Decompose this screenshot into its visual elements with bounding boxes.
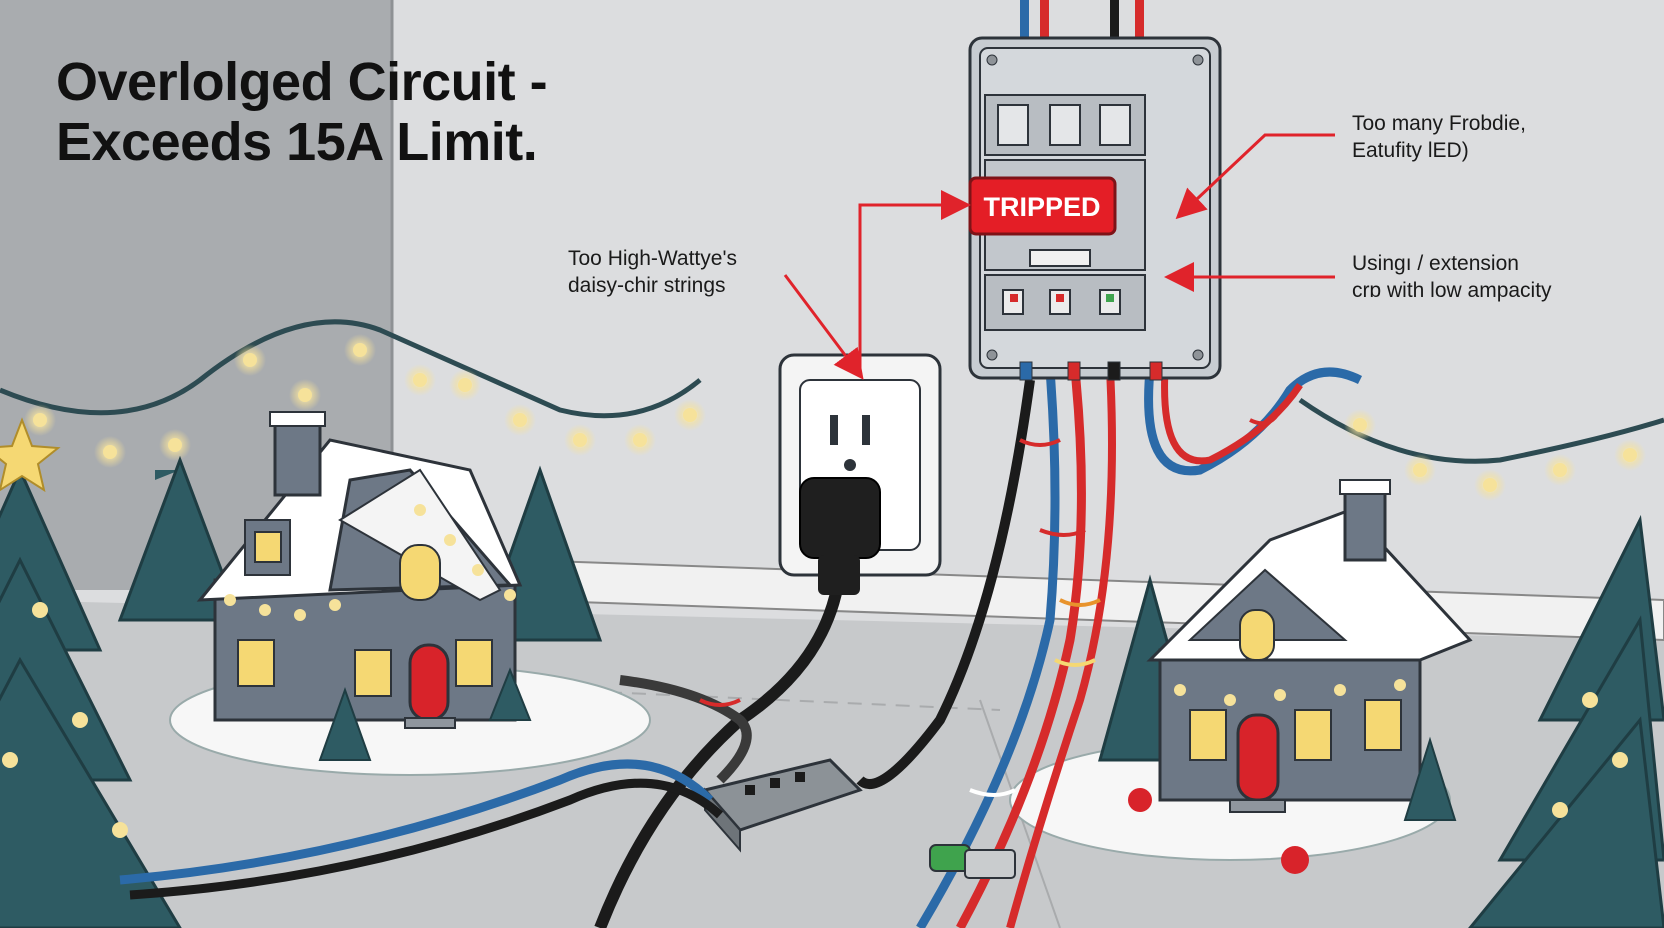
light-string-left bbox=[0, 319, 702, 419]
callout-too-many-line2: Eatufity lED) bbox=[1352, 139, 1469, 162]
callout-daisy-chain-line1: Too High-Wattye's bbox=[568, 247, 737, 270]
christmas-tree-right bbox=[1468, 514, 1664, 928]
snow-house-left bbox=[117, 411, 651, 776]
callout-too-many: Too many Frobdie, Eatufity lED) bbox=[1352, 110, 1526, 164]
floor-cord-blue bbox=[119, 759, 714, 885]
panel-top-wires bbox=[1020, 0, 1144, 45]
title-line-2: Exceeds 15A Limit. bbox=[56, 112, 538, 172]
panel-wire-blue bbox=[916, 369, 1060, 928]
floor-connector bbox=[929, 844, 1016, 879]
callout-too-many-line1: Too many Frobdie, bbox=[1352, 112, 1526, 135]
panel-wire-red bbox=[956, 369, 1086, 928]
snow-house-right bbox=[1009, 479, 1473, 874]
callout-daisy-chain-line2: daisy-chir strings bbox=[568, 274, 726, 297]
bulbs-top bbox=[24, 334, 1646, 501]
callout-arrows bbox=[783, 133, 1335, 380]
callout-extension: Usingı / extension crɒ with low ampacity bbox=[1352, 250, 1552, 304]
black-cord-2 bbox=[856, 379, 1035, 789]
callout-extension-line1: Usingı / extension bbox=[1352, 252, 1519, 275]
page-title: Overlolged Circuit - Exceeds 15A Limit. bbox=[56, 52, 548, 172]
star-icon bbox=[0, 417, 61, 493]
wire-ties bbox=[699, 409, 1282, 797]
tripped-label: TRIPPED bbox=[983, 192, 1100, 222]
callout-daisy-chain: Too High-Wattye's daisy-chir strings bbox=[568, 245, 737, 299]
plug bbox=[799, 477, 881, 595]
floor-cord-black bbox=[129, 778, 724, 900]
christmas-tree-left bbox=[0, 417, 182, 928]
floor-cord-mix bbox=[619, 675, 752, 784]
title-line-1: Overlolged Circuit - bbox=[56, 52, 548, 112]
panel-wire-red-2 bbox=[1006, 369, 1116, 928]
callout-extension-line2: crɒ with low ampacity bbox=[1352, 279, 1552, 302]
